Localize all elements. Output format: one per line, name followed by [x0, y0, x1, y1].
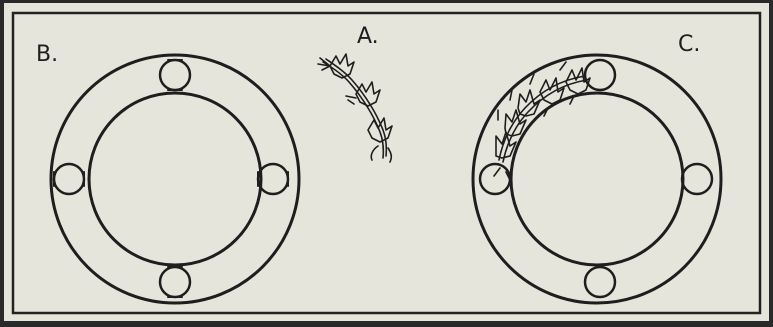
label-c: C. [678, 32, 700, 57]
label-a: A. [357, 24, 379, 49]
label-b: B. [36, 42, 58, 67]
paper-background [4, 3, 769, 321]
